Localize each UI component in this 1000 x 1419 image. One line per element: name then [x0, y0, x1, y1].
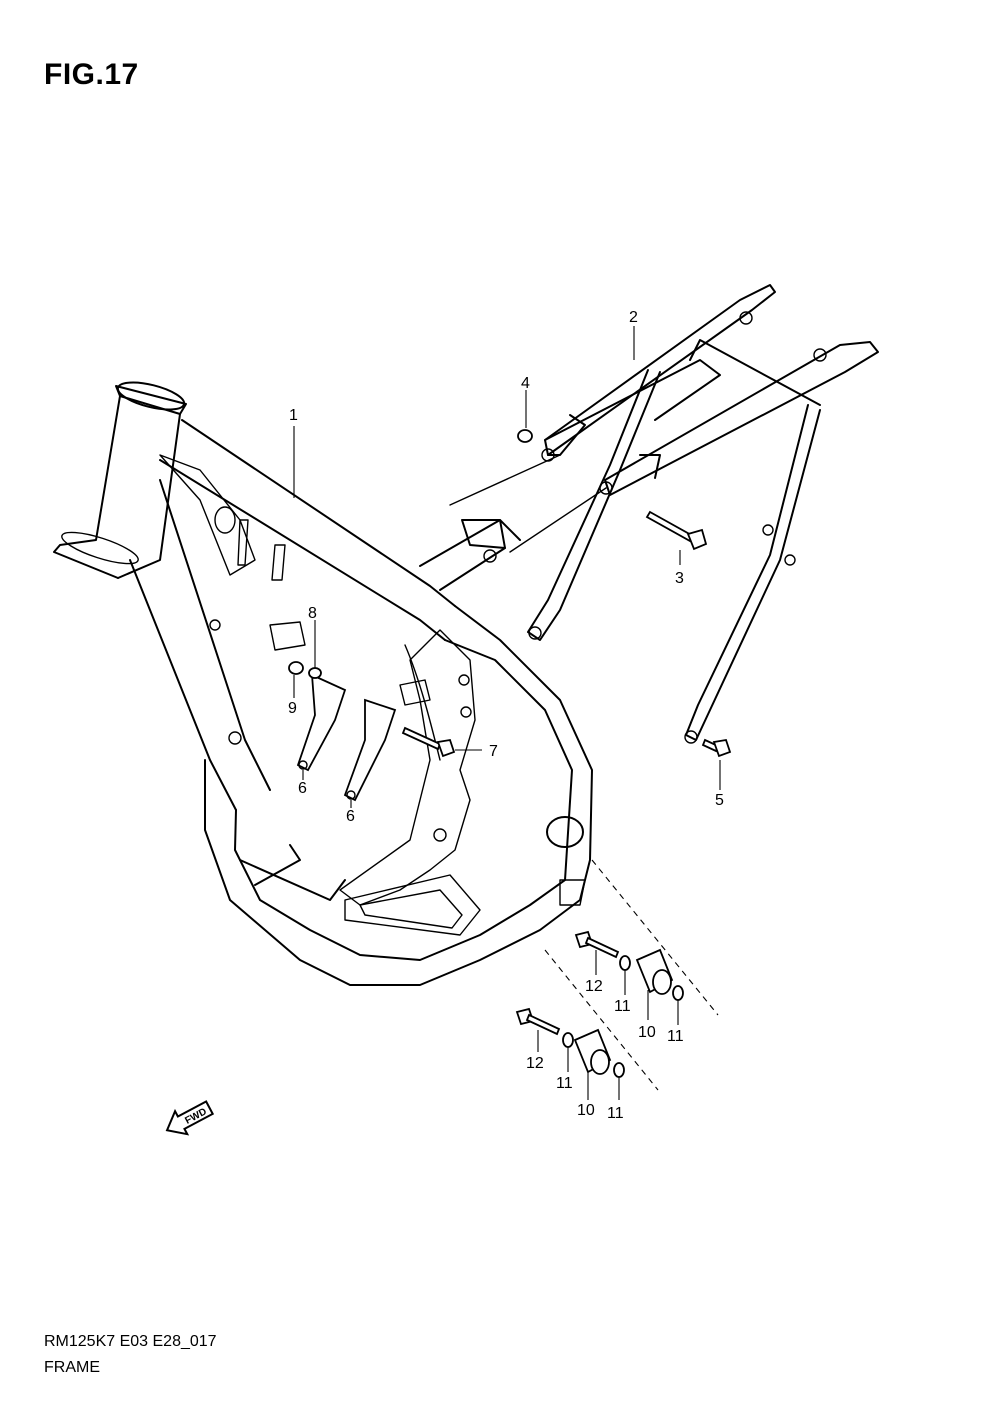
- callout-12a: 12: [585, 978, 603, 995]
- bolt-3: [645, 510, 708, 551]
- callout-leaders: [293, 326, 721, 1100]
- callout-10b: 10: [577, 1102, 595, 1119]
- callout-10a: 10: [638, 1024, 656, 1041]
- callout-1: 1: [289, 407, 298, 424]
- sub-frame: [527, 284, 879, 744]
- callout-11d: 11: [607, 1105, 624, 1122]
- nut-9: [288, 661, 304, 675]
- bracket-6a: [296, 673, 347, 772]
- bushing-10a: [635, 948, 674, 995]
- callout-3: 3: [675, 570, 684, 587]
- callout-4: 4: [521, 375, 530, 392]
- washer-11a: [619, 955, 631, 971]
- alignment-leaders: [449, 454, 719, 1091]
- callout-5: 5: [715, 792, 724, 809]
- callout-6b: 6: [346, 808, 355, 825]
- bolt-12b: [515, 1007, 561, 1036]
- callout-11b: 11: [667, 1028, 684, 1045]
- main-frame: [53, 381, 593, 986]
- callout-12b: 12: [526, 1055, 544, 1072]
- bolt-12a: [574, 930, 620, 959]
- bracket-6b: [343, 698, 397, 802]
- callout-7: 7: [489, 743, 498, 760]
- figure-title: FIG.17: [44, 58, 139, 91]
- washer-11b: [672, 985, 684, 1001]
- fwd-arrow-icon: FWD: [165, 1100, 215, 1136]
- diagram-code: RM125K7 E03 E28_017: [44, 1333, 217, 1350]
- bolt-5: [701, 738, 732, 758]
- bushing-10b: [573, 1028, 612, 1075]
- callout-6a: 6: [298, 780, 307, 797]
- callout-2: 2: [629, 309, 638, 326]
- callout-labels: 1 2 3 4 5 6 6 7 8 9 10 10 11 11 11 11 12…: [288, 309, 724, 1122]
- callout-11c: 11: [556, 1075, 573, 1092]
- washer-11d: [613, 1062, 625, 1078]
- nut-4: [517, 429, 533, 443]
- diagram-name: FRAME: [44, 1359, 100, 1376]
- callout-11a: 11: [614, 998, 631, 1015]
- washer-11c: [562, 1032, 574, 1048]
- bolt-7: [401, 726, 456, 758]
- washer-8: [308, 667, 322, 679]
- callout-9: 9: [288, 700, 297, 717]
- callout-8: 8: [308, 605, 317, 622]
